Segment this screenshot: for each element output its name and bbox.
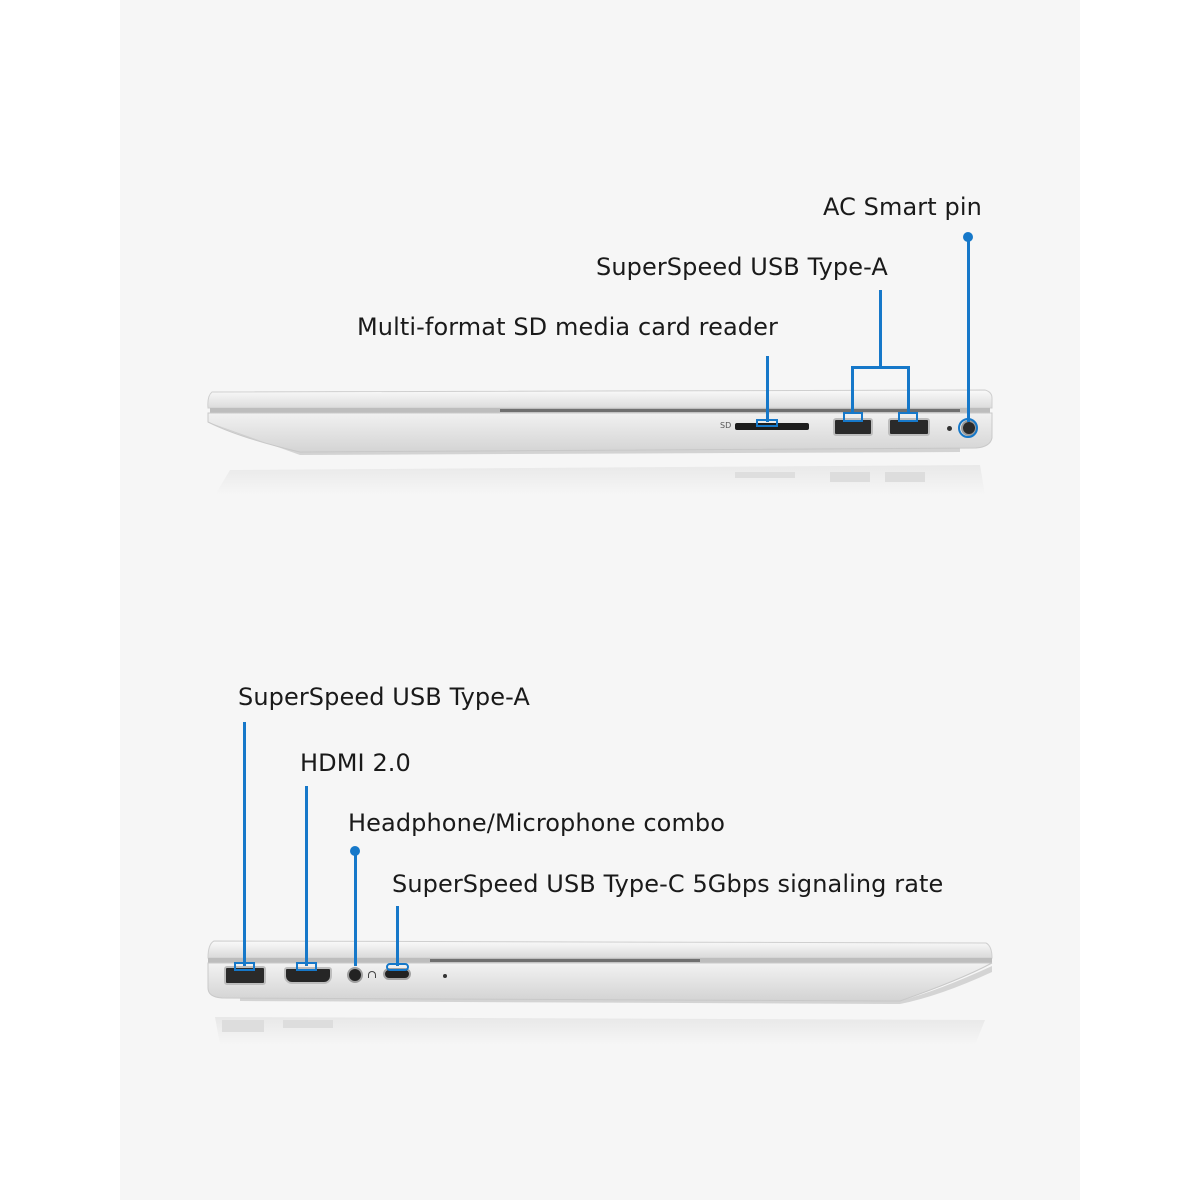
label-usb-type-c: SuperSpeed USB Type-C 5Gbps signaling ra… — [392, 870, 944, 898]
label-sd-reader: Multi-format SD media card reader — [357, 313, 778, 341]
status-led-icon — [443, 974, 447, 978]
leader-usb-a-right-drop-2 — [907, 366, 910, 414]
label-audio-combo: Headphone/Microphone combo — [348, 809, 726, 837]
leader-ac-smart-pin — [967, 236, 970, 422]
hotspot-sd-reader — [756, 419, 778, 427]
leader-usb-a-right-stem — [879, 290, 882, 368]
leader-hdmi — [305, 786, 308, 966]
leader-audio-combo — [354, 850, 357, 966]
leader-usb-type-c — [396, 906, 399, 966]
hotspot-hdmi — [296, 962, 317, 971]
headphone-icon — [368, 971, 376, 978]
laptop-right-side — [207, 389, 993, 495]
label-hdmi: HDMI 2.0 — [300, 749, 411, 777]
label-usb-type-a-right: SuperSpeed USB Type-A — [596, 253, 888, 281]
hotspot-ac-smart-pin — [958, 418, 978, 438]
usb-a-port-2 — [888, 418, 930, 436]
hotspot-usb-a-right-1 — [843, 412, 863, 422]
leader-sd-reader — [766, 356, 769, 422]
label-usb-type-a-left: SuperSpeed USB Type-A — [238, 683, 530, 711]
hdmi-port — [284, 967, 332, 984]
hotspot-usb-a-right-2 — [898, 412, 918, 422]
audio-dot-icon — [350, 846, 360, 856]
leader-usb-a-right-drop-1 — [851, 366, 854, 414]
leader-usb-a-left — [243, 722, 246, 966]
usb-a-port-1 — [833, 418, 873, 436]
ac-pin-dot-icon — [963, 232, 973, 242]
hotspot-usb-a-left — [234, 962, 255, 971]
charging-led-icon — [947, 426, 952, 431]
sd-port-mark: SD — [720, 421, 732, 430]
audio-jack-port — [347, 967, 363, 983]
label-ac-smart-pin: AC Smart pin — [823, 193, 982, 221]
hotspot-usb-type-c — [386, 963, 409, 971]
leader-usb-a-right-bar — [851, 366, 910, 369]
